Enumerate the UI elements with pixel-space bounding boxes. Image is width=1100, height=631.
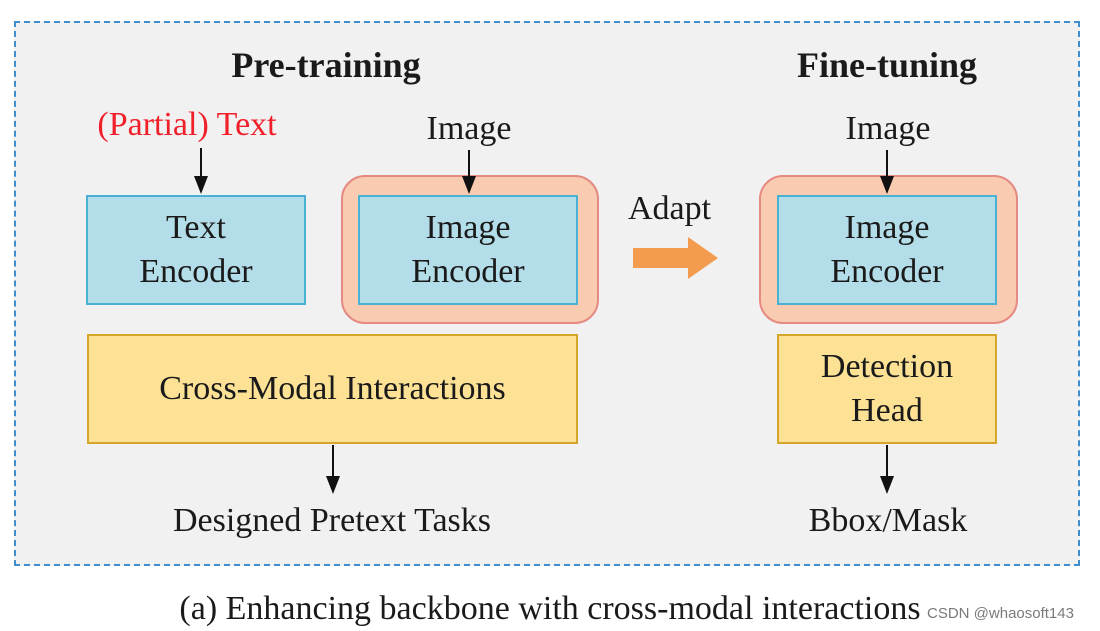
finetuning-image-input-label: Image [845,110,931,147]
finetuning-heading: Fine-tuning [796,45,978,85]
arrow-text-to-encoder-head [194,176,208,194]
arrow-image-to-finetuning-encoder-head [880,176,894,194]
adapt-label: Adapt [628,190,712,227]
cross-modal-interactions-box: Cross-Modal Interactions [87,334,578,444]
bbox-mask-output-label: Bbox/Mask [808,502,968,539]
arrow-cross-modal-to-output-head [326,476,340,494]
partial-text-input-label: (Partial) Text [97,106,277,143]
pretraining-image-input-label: Image [426,110,512,147]
pretext-tasks-output-label: Designed Pretext Tasks [172,502,492,539]
adapt-arrow [633,237,718,279]
watermark-text: CSDN @whaosoft143 [927,605,1074,622]
figure-caption: (a) Enhancing backbone with cross-modal … [179,590,921,627]
arrow-image-to-pretraining-encoder-head [462,176,476,194]
arrow-head-to-output-head [880,476,894,494]
pretraining-heading: Pre-training [231,45,421,85]
cross-modal-interactions-label: Cross-Modal Interactions [159,370,506,407]
